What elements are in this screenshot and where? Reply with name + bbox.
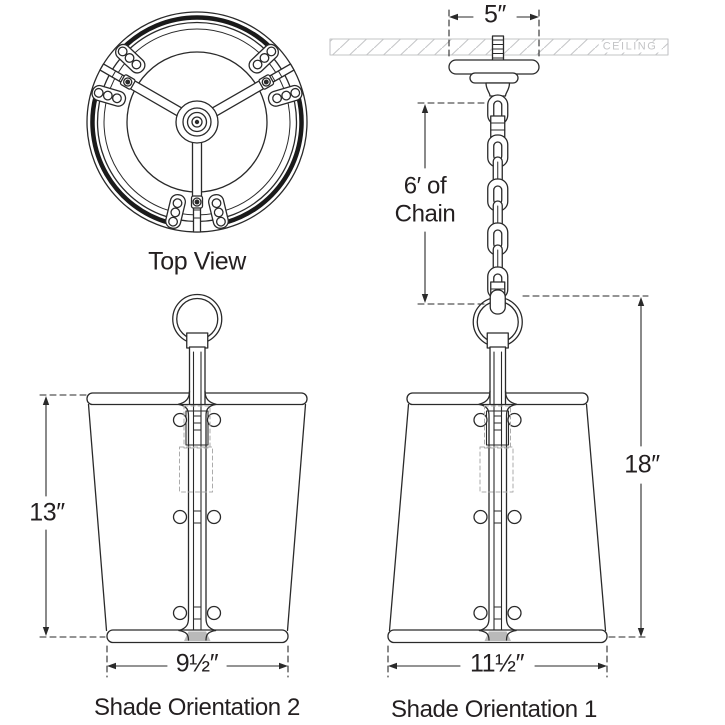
dim-shade-height-label: 13″ <box>29 498 65 527</box>
top-view-drawing <box>86 11 308 233</box>
dimension-lines <box>39 9 649 678</box>
top-view-caption: Top View <box>148 247 246 276</box>
stem-sleeve <box>485 410 510 446</box>
dim-orientation2-width <box>106 645 289 678</box>
shade-right-edge <box>286 403 307 632</box>
orientation2-drawing <box>86 293 308 644</box>
dim-chain-length <box>417 102 487 305</box>
threaded-nipple <box>491 35 505 63</box>
stem-sleeve <box>185 410 209 446</box>
shade-left-edge <box>87 403 108 632</box>
shade-left-edge <box>388 403 410 632</box>
stem <box>188 346 206 406</box>
dim-overall-height <box>522 295 649 638</box>
dim-canopy-width <box>448 9 540 61</box>
orientation2-caption: Shade Orientation 2 <box>94 694 300 721</box>
canopy-plate <box>448 59 540 75</box>
orientation1-caption: Shade Orientation 1 <box>391 696 597 723</box>
shade-rim-arcs <box>90 15 304 225</box>
chain-hook-link <box>489 289 506 315</box>
canopy-collar <box>469 72 519 84</box>
hub <box>175 100 219 144</box>
stem-connector <box>486 332 509 349</box>
stem-neck <box>485 82 511 97</box>
hidden-socket-outline <box>179 405 213 493</box>
orientation1-drawing <box>387 289 608 644</box>
dim-shade-height <box>39 394 106 638</box>
stem <box>489 346 507 406</box>
dim-orientation1-width-label: 11½″ <box>469 649 525 678</box>
chain-length-line2: Chain <box>394 201 456 228</box>
stem-connector <box>186 332 209 349</box>
ceiling-label: CEILING <box>598 41 662 53</box>
hidden-socket-outline <box>479 405 514 493</box>
shade-clip-tabs <box>91 43 303 229</box>
shade-right-edge <box>585 403 607 632</box>
dim-chain-length-label: 6′ of Chain <box>395 173 456 230</box>
dim-canopy-width-label: 5″ <box>484 0 506 29</box>
chain-drawing <box>487 115 509 306</box>
dim-overall-height-label: 18″ <box>624 450 660 479</box>
spokes <box>99 63 295 233</box>
chain-length-line1: 6′ of <box>403 172 447 200</box>
dim-orientation2-width-label: 9½″ <box>175 649 219 678</box>
dim-orientation1-width <box>387 645 608 678</box>
